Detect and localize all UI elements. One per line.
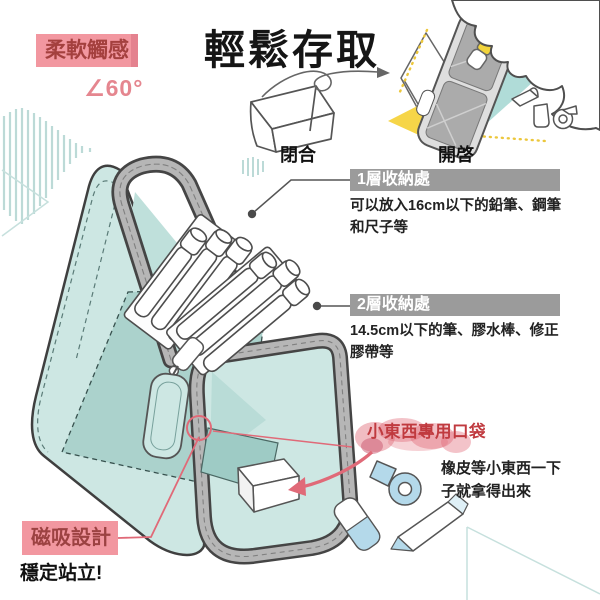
open-state-label: 開啓 (438, 145, 474, 165)
tape-strip-icon (390, 493, 469, 552)
eraser-box-in-pocket (237, 458, 300, 513)
layer1-connector (247, 179, 350, 219)
layer1-description: 可以放入16cm以下的鉛筆、鋼筆 和尺子等 (350, 198, 562, 236)
pocket-highlight-blob (355, 418, 471, 454)
layer2-connector (312, 301, 350, 311)
cap-icon (533, 103, 550, 128)
decor-triangle-bottom-right-icon (466, 526, 600, 600)
open-case-illustration (388, 0, 600, 160)
decor-hatch-left-icon (2, 108, 92, 224)
decor-hatch-apex-icon (242, 157, 264, 177)
angle-60-label: ∠60° (84, 75, 144, 101)
pocket-description: 橡皮等小東西一下 子就拿得出來 (441, 460, 562, 500)
zipper-pull-tag (142, 372, 190, 460)
upper-zipper-band (111, 155, 249, 369)
pocket-title: 小東西專用口袋 (367, 423, 486, 441)
stationery-items-illustration (333, 460, 469, 552)
eraser-icon (333, 497, 381, 551)
page-title: 輕鬆存取 (204, 27, 380, 73)
layer1-title-bar: 1層收納處 (350, 169, 560, 191)
tape-tail (369, 460, 397, 487)
pocket-arrow-icon (212, 430, 374, 496)
closed-state-label: 閉合 (280, 145, 316, 165)
magnet-subtitle: 穩定站立! (20, 563, 103, 584)
layer2-pens-illustration (165, 246, 311, 376)
soft-touch-label: 柔軟觸感 (36, 34, 138, 67)
small-doodles (511, 87, 578, 130)
magnet-title-label: 磁吸設計 (22, 521, 118, 555)
decor-chevron-left-icon (1, 169, 50, 237)
layer2-title-bar: 2層收納處 (350, 294, 560, 316)
magnet-connector (117, 415, 212, 539)
hand-illustration (451, 0, 600, 131)
main-case-illustration (30, 155, 359, 565)
closed-case-illustration (249, 85, 335, 153)
case-flap-stitch (37, 180, 117, 453)
layer2-description: 14.5cm以下的筆、膠水棒、修正 膠帶等 (350, 323, 559, 361)
open-arrow-icon (261, 67, 390, 98)
case-flap-crease (75, 195, 118, 361)
